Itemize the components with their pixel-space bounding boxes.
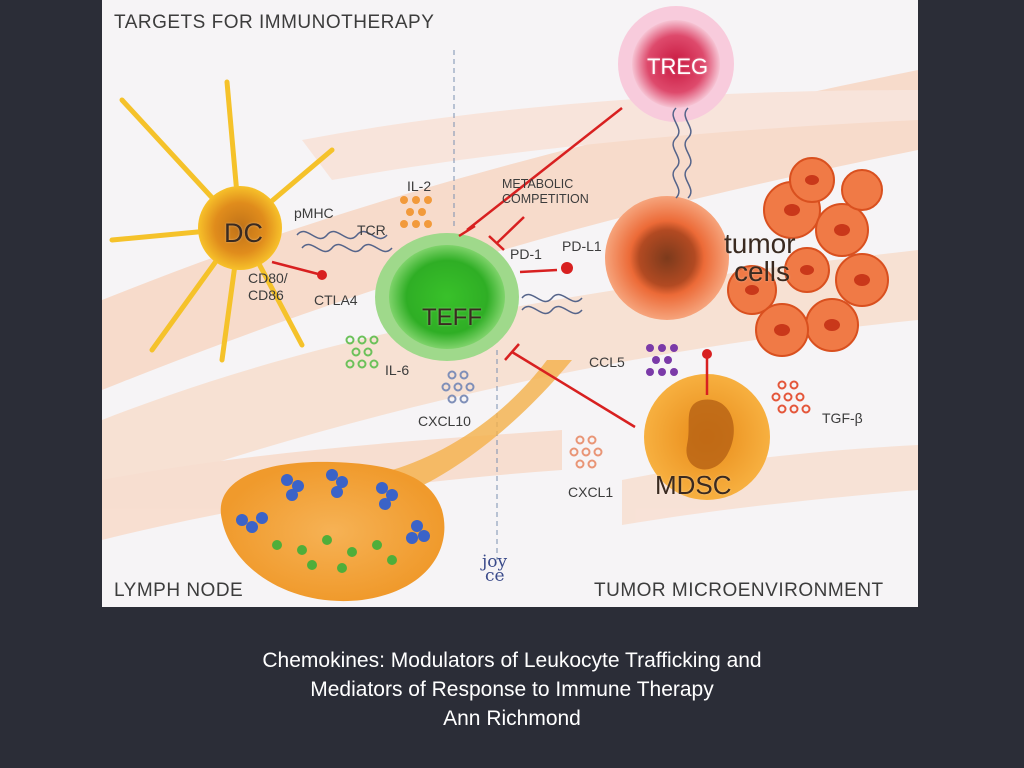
signature-line1: joy xyxy=(482,552,508,572)
mdsc-label: MDSC xyxy=(655,470,732,500)
tumor-label: tumor cells xyxy=(724,230,796,286)
dc-label: DC xyxy=(224,218,263,248)
treg-label: TREG xyxy=(647,54,709,79)
cd80-cd86-label: CD80/ CD86 xyxy=(248,270,288,304)
figure-artwork xyxy=(102,6,918,602)
il6-label: IL-6 xyxy=(385,362,410,378)
il2-dots xyxy=(400,196,432,228)
tumor-cell xyxy=(605,157,889,357)
il6-dots xyxy=(345,335,379,369)
teff-label: TEFF xyxy=(422,304,482,331)
cd80-label-line2: CD86 xyxy=(248,287,284,303)
metabolic-label-line1: METABOLIC xyxy=(502,177,574,191)
cxcl1-dots xyxy=(569,435,603,469)
ctla4-label: CTLA4 xyxy=(314,292,358,308)
tumor-microenvironment-label: TUMOR MICROENVIRONMENT xyxy=(594,580,884,601)
tumor-label-line1: tumor xyxy=(724,228,796,259)
caption-line2: Mediators of Response to Immune Therapy xyxy=(310,678,714,701)
tgfb-label: TGF-β xyxy=(822,410,863,426)
mdsc-cell xyxy=(644,374,770,500)
ccl5-dots xyxy=(646,344,678,376)
ccl5-label: CCL5 xyxy=(589,354,625,370)
inhibitory-lines xyxy=(458,107,709,429)
immunotherapy-figure: TARGETS FOR IMMUNOTHERAPY LYMPH NODE TUM… xyxy=(102,0,918,607)
cxcl10-dots xyxy=(441,370,475,404)
teff-cell xyxy=(375,233,519,361)
tumor-label-line2: cells xyxy=(734,256,791,287)
pdl1-label: PD-L1 xyxy=(562,238,602,254)
lymph-node-label: LYMPH NODE xyxy=(114,580,244,601)
cd80-label-line1: CD80/ xyxy=(248,270,288,286)
lymph-node xyxy=(220,461,445,602)
metabolic-competition-label: METABOLIC COMPETITION xyxy=(502,177,589,207)
cd80-ctla4-line xyxy=(271,260,323,277)
caption-line1: Chemokines: Modulators of Leukocyte Traf… xyxy=(262,649,762,672)
dc-cell xyxy=(109,79,335,363)
pmhc-label: pMHC xyxy=(294,205,334,221)
slide-caption: Chemokines: Modulators of Leukocyte Traf… xyxy=(0,646,1024,733)
receptor-squiggles xyxy=(296,107,692,315)
artist-signature: joy ce xyxy=(482,552,508,586)
lymph-node-tail xyxy=(392,360,572,495)
tgfb-dots xyxy=(771,380,811,414)
tcr-label: TCR xyxy=(357,222,386,238)
metabolic-label-line2: COMPETITION xyxy=(502,192,589,206)
treg-cell xyxy=(618,6,734,122)
pd1-label: PD-1 xyxy=(510,246,542,262)
caption-author: Ann Richmond xyxy=(443,707,581,730)
figure-header-title: TARGETS FOR IMMUNOTHERAPY xyxy=(114,12,435,33)
signature-line2: ce xyxy=(485,566,505,586)
il2-label: IL-2 xyxy=(407,178,432,194)
cxcl1-label: CXCL1 xyxy=(568,484,614,500)
cxcl10-label: CXCL10 xyxy=(418,413,471,429)
